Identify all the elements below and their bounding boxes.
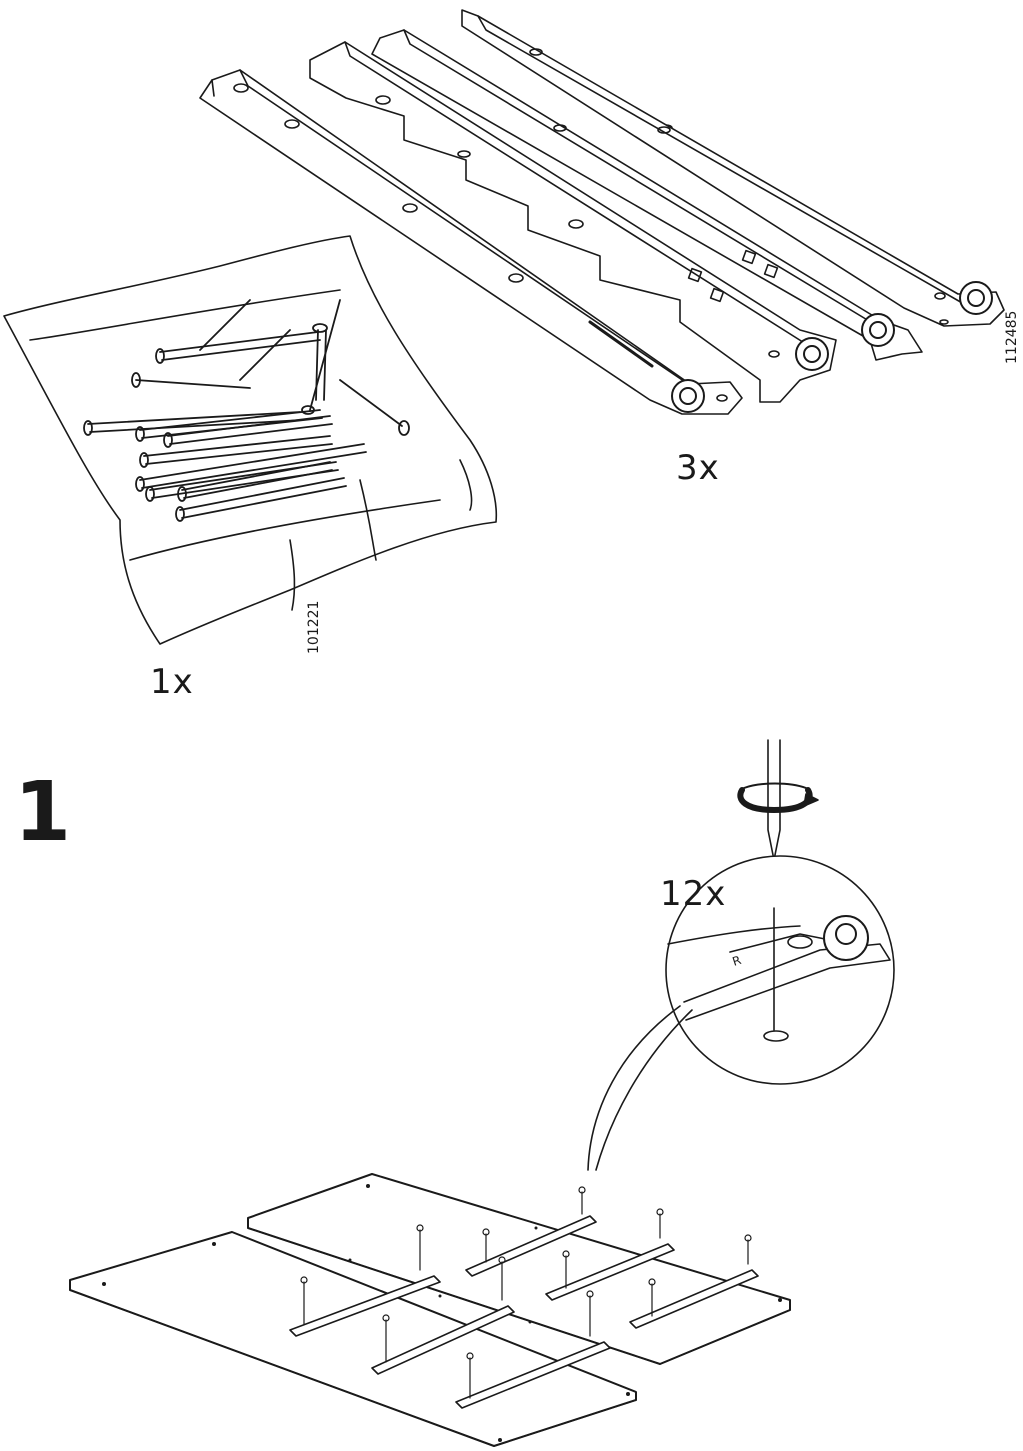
screwdriver-detail-illustration: R [588,740,894,1170]
step-number: 1 [14,772,71,854]
bag-quantity-label: 1x [150,662,194,702]
drawer-panels-illustration [70,1174,790,1446]
rails-part-number: 112485 [1004,311,1020,364]
rails-quantity-label: 3x [676,448,720,488]
bag-part-number: 101221 [306,601,322,654]
screw-quantity-label: 12x [660,874,726,914]
screw-bag-illustration [4,236,496,644]
